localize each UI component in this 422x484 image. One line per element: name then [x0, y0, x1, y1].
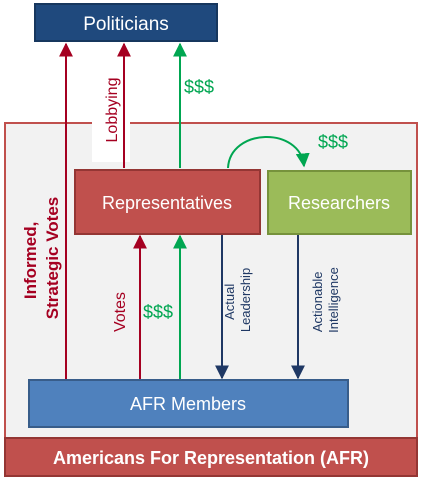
lobbying-label: Lobbying — [104, 78, 121, 143]
afr-members-box — [28, 379, 349, 428]
informed-votes-label: Informed, Strategic Votes — [21, 197, 62, 320]
money-to-researchers-label: $$$ — [318, 132, 348, 152]
afr-footer-label: Americans For Representation (AFR) — [53, 448, 369, 468]
actual-leadership-label-line2: Leadership — [238, 268, 253, 332]
informed-votes-label-line2: Strategic Votes — [43, 197, 62, 320]
informed-votes-label-line1: Informed, — [21, 222, 40, 299]
actionable-intelligence-label: Actionable Intelligence — [310, 267, 341, 333]
money-to-researchers-arrow — [227, 136, 310, 169]
actionable-intelligence-label-line1: Actionable — [310, 271, 325, 332]
actionable-intelligence-label-line2: Intelligence — [326, 267, 341, 333]
afr-footer-box — [4, 437, 418, 477]
actual-leadership-label: Actual Leadership — [222, 268, 253, 332]
afr-members-label: AFR Members — [130, 394, 246, 414]
researchers-box — [267, 170, 412, 235]
representatives-label: Representatives — [102, 193, 232, 213]
representatives-box — [74, 169, 261, 235]
politicians-label: Politicians — [83, 14, 169, 35]
money-to-politicians-label: $$$ — [184, 77, 214, 97]
actual-leadership-label-line1: Actual — [222, 284, 237, 320]
votes-label: Votes — [112, 292, 129, 332]
money-from-members-label: $$$ — [143, 302, 173, 322]
researchers-label: Researchers — [288, 193, 390, 213]
politicians-box — [34, 3, 218, 42]
